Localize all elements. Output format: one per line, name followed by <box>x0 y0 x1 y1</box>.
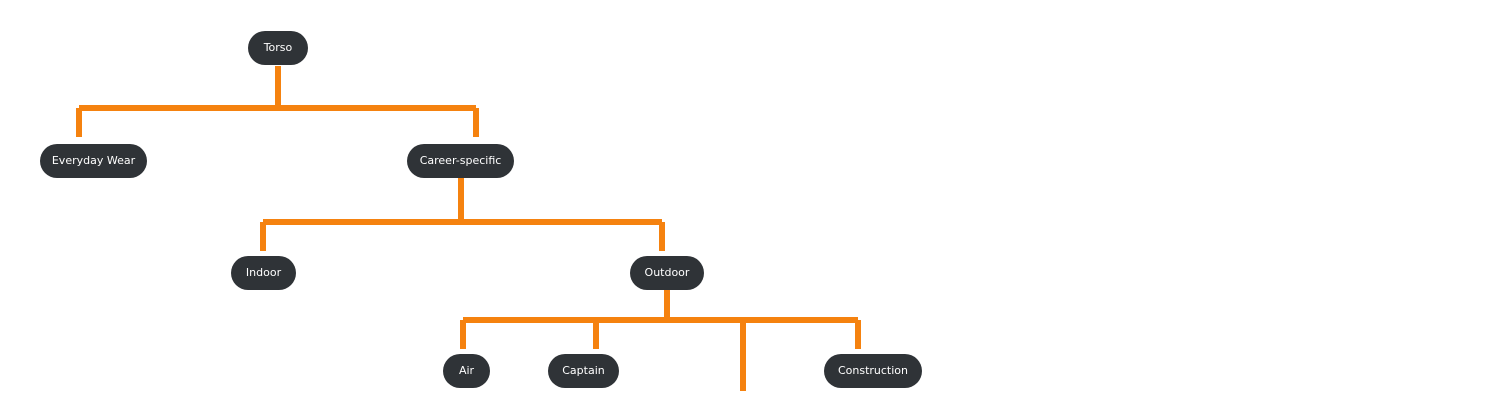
node-air: Air <box>443 354 490 388</box>
node-indoor: Indoor <box>231 256 296 290</box>
node-career-specific: Career-specific <box>407 144 514 178</box>
node-torso: Torso <box>248 31 308 65</box>
node-outdoor: Outdoor <box>630 256 704 290</box>
node-captain: Captain <box>548 354 619 388</box>
node-construction: Construction <box>824 354 922 388</box>
node-everyday-wear: Everyday Wear <box>40 144 147 178</box>
